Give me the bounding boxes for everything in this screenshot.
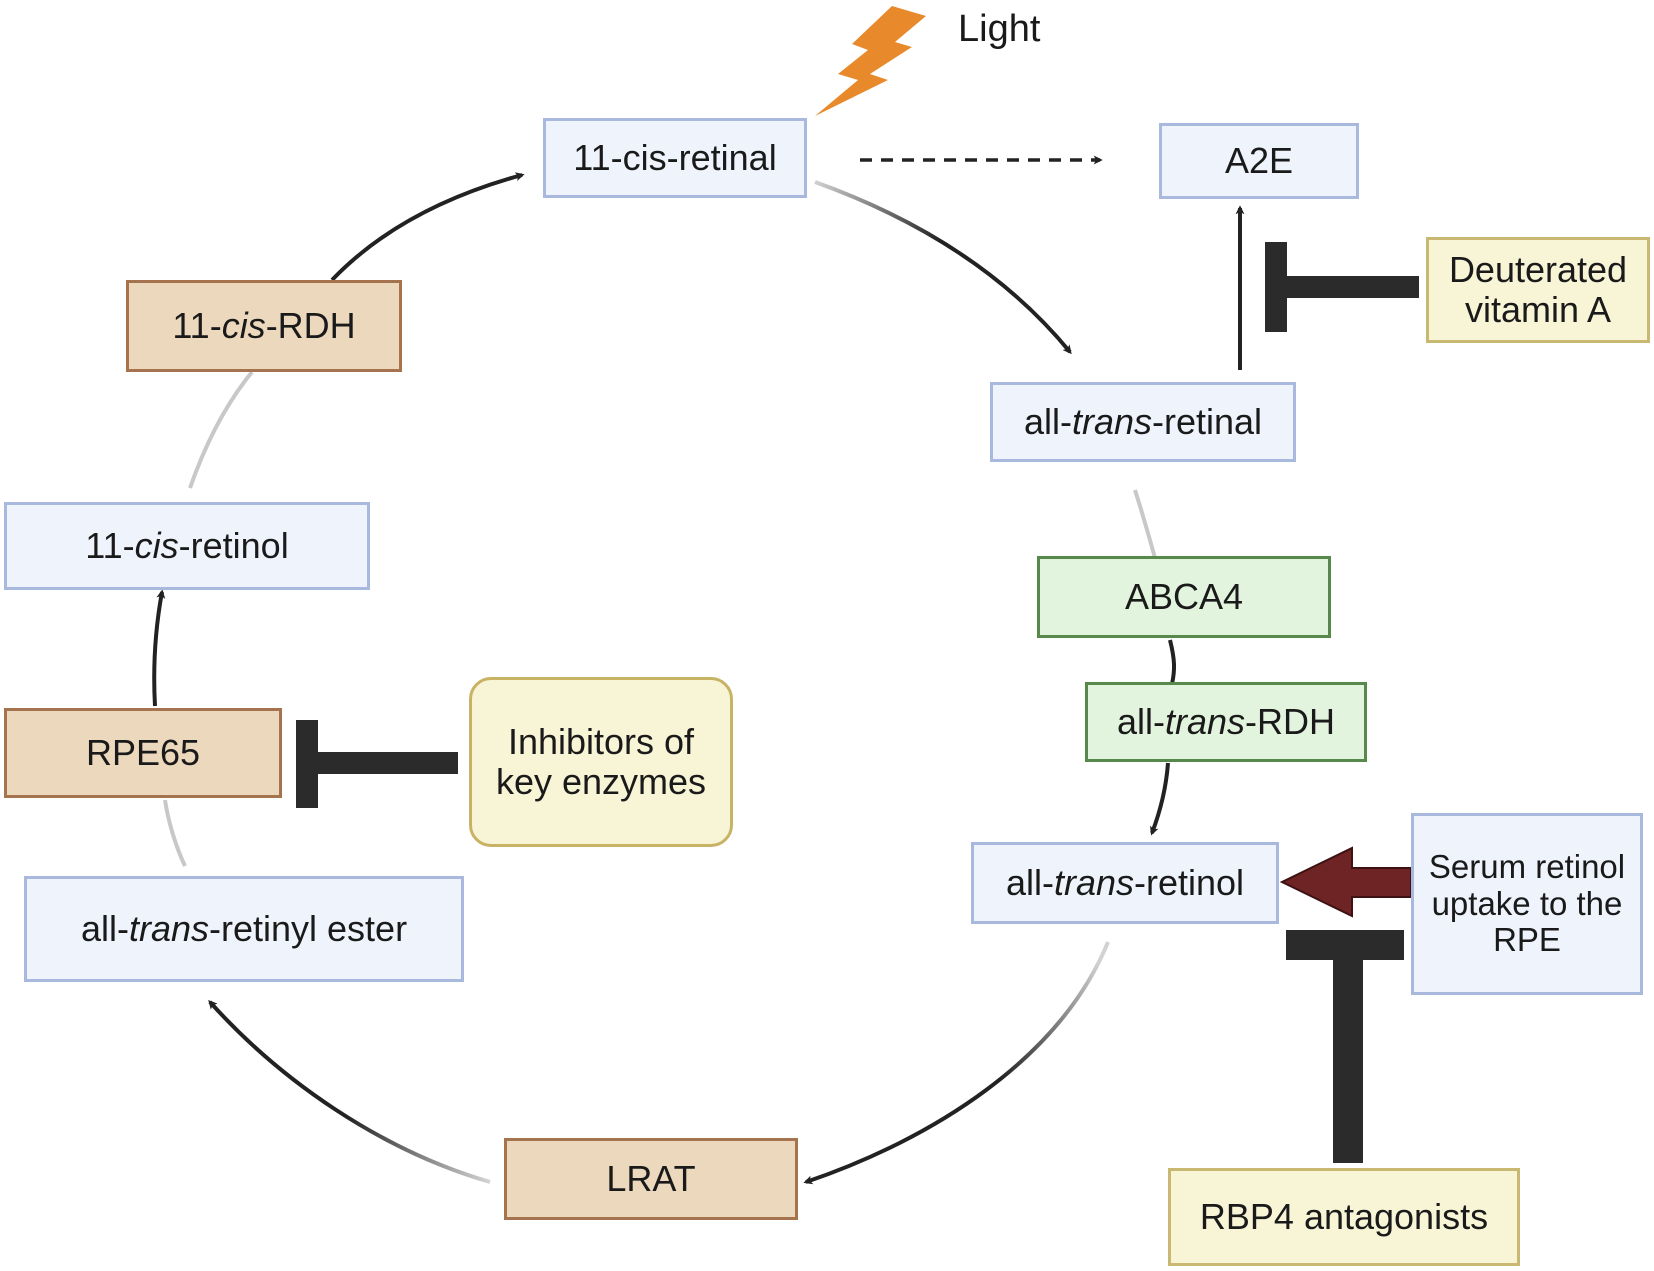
node-all-trans-retinol: all-trans-retinol — [971, 842, 1279, 924]
arrow-lrat-to-ester — [208, 999, 491, 1184]
link-cis-retinol-rdh — [188, 370, 254, 489]
node-label-line2: vitamin A — [1464, 289, 1612, 330]
node-a2e: A2E — [1159, 123, 1359, 199]
node-rpe65: RPE65 — [4, 708, 282, 798]
link-abca4-rdh — [1168, 639, 1177, 685]
link-retinal-abca4 — [1133, 489, 1157, 559]
arrow-rpe65-to-cis-retinol — [152, 589, 166, 707]
arrow-retinol-to-lrat — [803, 941, 1110, 1185]
node-label-line2: uptake to the — [1431, 884, 1623, 922]
node-label: 11-cis-retinol — [85, 524, 289, 566]
node-11-cis-retinol: 11-cis-retinol — [4, 502, 370, 590]
arrow-rdh-to-cis-retinal — [330, 172, 525, 282]
node-label-line3: RPE — [1493, 921, 1561, 959]
node-label: RPE65 — [85, 731, 201, 773]
node-label: all-trans-retinyl ester — [80, 907, 408, 949]
inhibition-deuterated — [1265, 242, 1419, 332]
node-label-line1: Serum retinol — [1428, 847, 1626, 885]
node-label-line1: Deuterated — [1448, 248, 1628, 290]
inhibition-enzymes — [296, 720, 458, 808]
node-inhibitors-key-enzymes: Inhibitors of key enzymes — [469, 677, 733, 847]
node-label: RBP4 antagonists — [1199, 1195, 1489, 1237]
node-11-cis-retinal: 11-cis-retinal — [543, 118, 807, 198]
link-ester-rpe65 — [163, 799, 187, 867]
node-all-trans-retinyl-ester: all-trans-retinyl ester — [24, 876, 464, 982]
lightning-icon — [815, 6, 926, 116]
arrow-rdh-to-retinol — [1150, 762, 1170, 836]
inhibition-rbp4 — [1286, 930, 1404, 1163]
serum-uptake-arrow — [1279, 846, 1412, 918]
node-label: all-trans-retinol — [1005, 861, 1245, 903]
node-label: all-trans-retinal — [1023, 400, 1263, 442]
node-all-trans-retinal: all-trans-retinal — [990, 382, 1296, 462]
node-label: A2E — [1224, 139, 1294, 181]
node-abca4: ABCA4 — [1037, 556, 1331, 638]
node-label: 11-cis-retinal — [573, 136, 777, 178]
arrow-isomerization — [814, 180, 1072, 355]
node-all-trans-rdh: all-trans-RDH — [1085, 682, 1367, 762]
node-label: LRAT — [606, 1157, 696, 1199]
node-label-line2: key enzymes — [495, 761, 707, 802]
node-11-cis-rdh: 11-cis-RDH — [126, 280, 402, 372]
node-rbp4-antagonists: RBP4 antagonists — [1168, 1168, 1520, 1266]
node-label: 11-cis-RDH — [172, 304, 356, 346]
node-serum-retinol-uptake: Serum retinol uptake to the RPE — [1411, 813, 1643, 995]
node-label-line1: Inhibitors of — [507, 720, 695, 762]
node-lrat: LRAT — [504, 1138, 798, 1220]
node-label: ABCA4 — [1124, 575, 1244, 617]
node-label: all-trans-RDH — [1116, 700, 1336, 742]
light-label: Light — [958, 8, 1041, 50]
node-deuterated-vitamin-a: Deuterated vitamin A — [1426, 237, 1650, 343]
